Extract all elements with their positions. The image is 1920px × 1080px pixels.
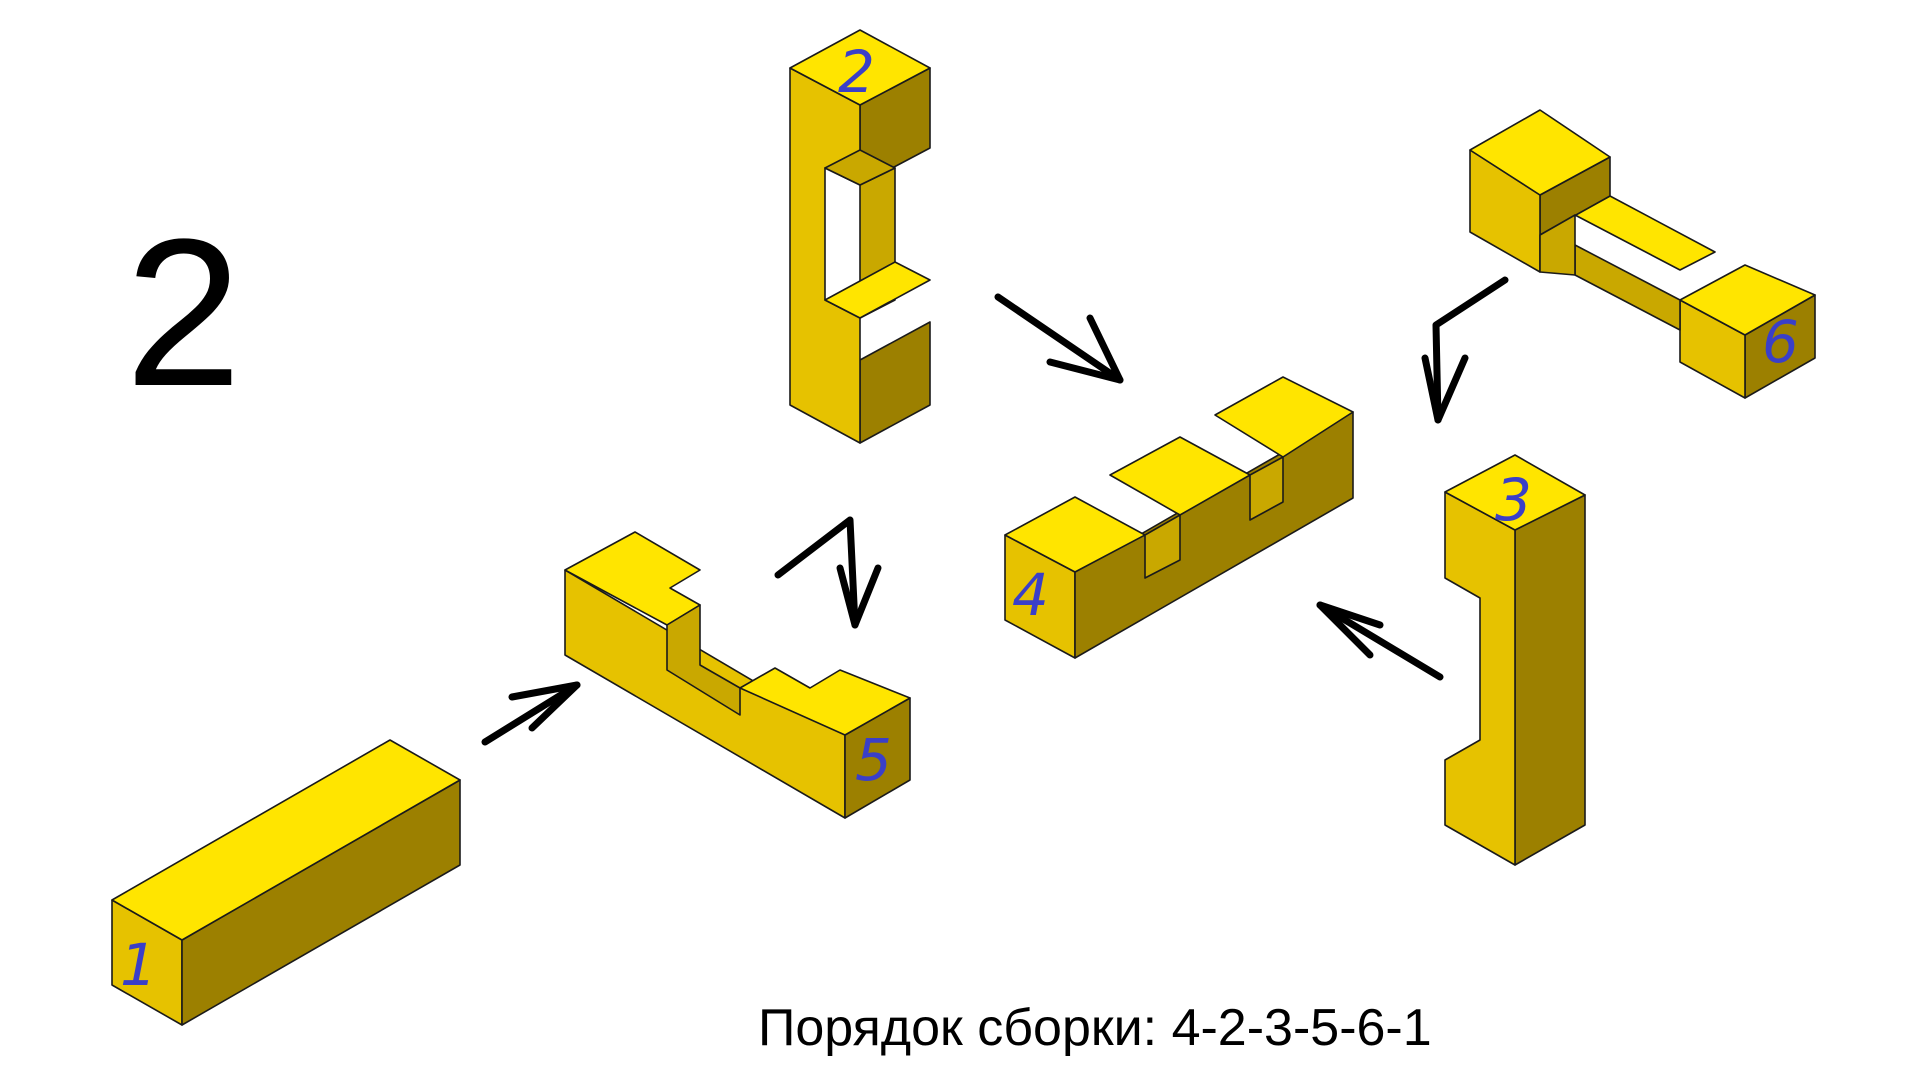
arrow-5-to-2 (774, 516, 882, 629)
piece-1: 1 (111, 739, 461, 1026)
piece-6: 6 (1469, 109, 1816, 399)
piece-label-6: 6 (1762, 308, 1799, 376)
piece-2: 2 (789, 29, 931, 444)
piece-4: 4 (1004, 376, 1354, 659)
piece-label-1: 1 (120, 931, 157, 999)
piece-3: 3 (1444, 454, 1586, 866)
piece-label-3: 3 (1495, 466, 1532, 534)
piece-label-2: 2 (838, 38, 875, 106)
arrow-2-to-4 (994, 293, 1124, 384)
arrow-1-to-5 (481, 681, 581, 746)
piece-5: 5 (564, 531, 911, 819)
piece-label-5: 5 (855, 726, 892, 794)
piece-label-4: 4 (1012, 561, 1049, 629)
step-number: 2 (125, 195, 242, 430)
assembly-order-caption: Порядок сборки: 4-2-3-5-6-1 (758, 999, 1432, 1057)
arrow-3-to-4 (1316, 601, 1444, 681)
arrow-6-to-3 (1421, 276, 1509, 424)
